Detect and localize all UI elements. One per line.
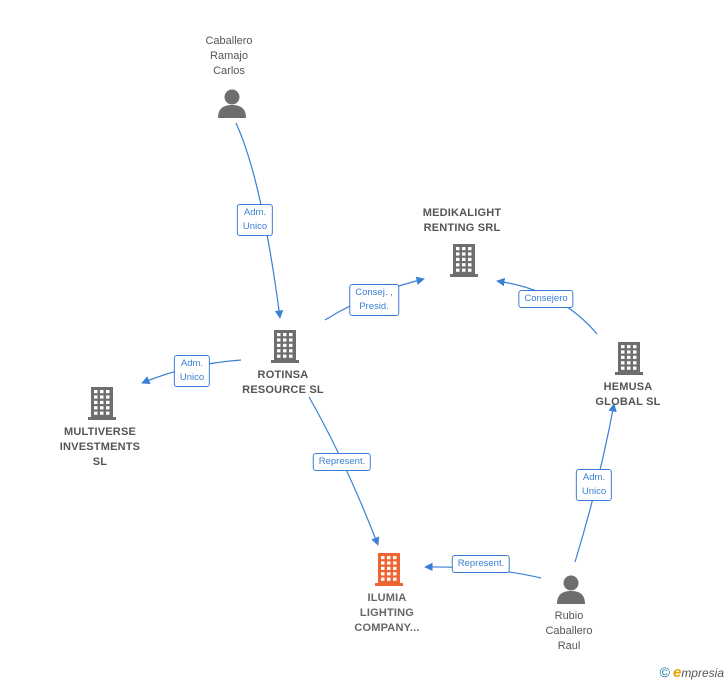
node-label-line: RESOURCE SL [242, 384, 324, 396]
edge-label-rotinsa-to-medikalight[interactable]: Consej. , Presid. [349, 284, 399, 316]
ilumia-building-icon[interactable] [375, 552, 403, 591]
multiverse-node-label[interactable]: MULTIVERSE INVESTMENTS SL [60, 425, 140, 470]
medikalight-node-label[interactable]: MEDIKALIGHT RENTING SRL [423, 206, 502, 236]
edge-label-line: Presid. [359, 301, 389, 312]
node-label-line: RENTING SRL [423, 222, 501, 234]
footer-brand[interactable]: ©empresia [660, 664, 724, 681]
edge-label-rotinsa-to-ilumia[interactable]: Represent. [312, 453, 372, 471]
edge-label-line: Represent. [318, 456, 366, 467]
node-label-line: GLOBAL SL [595, 396, 661, 408]
node-label-line: ROTINSA [257, 369, 309, 381]
node-label-line: Carlos [213, 65, 245, 77]
node-label-line: Raul [557, 640, 581, 652]
edge-label-line: Represent. [457, 558, 505, 569]
edge-label-line: Adm. [180, 358, 204, 369]
node-label-line: HEMUSA [603, 381, 653, 393]
edge-label-hemusa-to-medikalight[interactable]: Consejero [518, 290, 574, 308]
rotinsa-building-icon[interactable] [271, 329, 299, 368]
node-label-line: COMPANY... [354, 622, 420, 634]
edge-label-line: Consejero [524, 293, 568, 304]
edge-label-line: Unico [179, 372, 205, 383]
brand-logo-initial: e [672, 664, 682, 681]
edge-label-line: Consej. , [355, 287, 393, 298]
edge-label-line: Unico [242, 221, 268, 232]
edge-label-caballero-to-rotinsa[interactable]: Adm. Unico [236, 204, 274, 236]
edge-caballero-to-rotinsa [235, 122, 284, 319]
copyright-symbol: © [659, 664, 670, 680]
node-label-line: INVESTMENTS [59, 441, 141, 453]
rubio-person-icon[interactable] [556, 574, 586, 609]
medikalight-building-icon[interactable] [450, 243, 478, 282]
edge-label-rotinsa-to-multiverse[interactable]: Adm. Unico [173, 355, 211, 387]
edge-label-line: Adm. [582, 472, 606, 483]
node-label-line: MULTIVERSE [63, 426, 137, 438]
hemusa-node-label[interactable]: HEMUSA GLOBAL SL [595, 380, 660, 410]
node-label-line: Caballero [205, 35, 253, 47]
edge-label-rubio-to-ilumia[interactable]: Represent. [451, 555, 511, 573]
node-label-line: Caballero [545, 625, 593, 637]
node-label-line: MEDIKALIGHT [422, 207, 502, 219]
multiverse-building-icon[interactable] [88, 386, 116, 425]
edge-label-rubio-to-hemusa[interactable]: Adm. Unico [575, 469, 613, 501]
node-label-line: LIGHTING [359, 607, 415, 619]
node-label-line: SL [92, 456, 108, 468]
node-label-line: Rubio [554, 610, 584, 622]
rotinsa-node-label[interactable]: ROTINSA RESOURCE SL [242, 368, 324, 398]
hemusa-building-icon[interactable] [615, 341, 643, 380]
edge-label-line: Unico [581, 486, 607, 497]
edge-rotinsa-to-ilumia [308, 396, 380, 546]
node-label-line: Ramajo [210, 50, 248, 62]
node-label-line: ILUMIA [367, 592, 407, 604]
edge-label-line: Adm. [243, 207, 267, 218]
ilumia-node-label[interactable]: ILUMIA LIGHTING COMPANY... [354, 591, 419, 636]
caballero-person-icon[interactable] [217, 88, 247, 123]
brand-logo-text: mpresia [681, 666, 724, 680]
